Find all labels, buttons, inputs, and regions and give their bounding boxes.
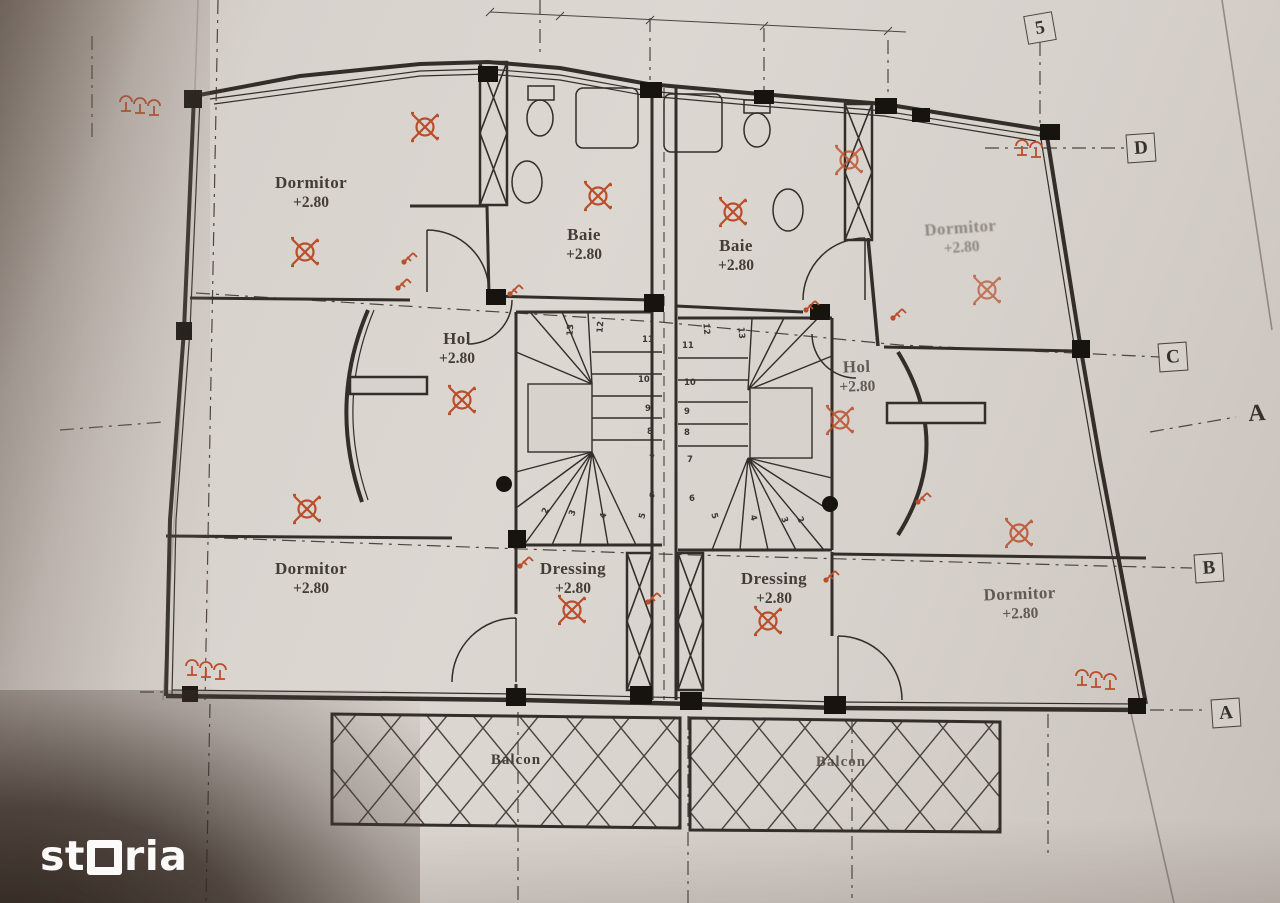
switch-icon	[394, 278, 412, 292]
doors	[426, 229, 903, 701]
stair-step-number: 10	[638, 375, 650, 385]
ceiling-light-icon	[717, 196, 749, 228]
watermark-text-ria: ria	[124, 832, 188, 880]
grid-marker-5: 5	[1023, 11, 1057, 45]
sink-right	[772, 188, 804, 232]
room-label-hol-left: Hol +2.80	[439, 329, 475, 367]
watermark-text-st: st	[40, 832, 86, 880]
ceiling-light-icon	[1003, 517, 1035, 549]
interior-walls	[165, 204, 1147, 706]
shower-tray-right	[663, 93, 723, 153]
staircase-right	[678, 316, 838, 552]
stair-step-number: 11	[642, 335, 654, 345]
party-wall	[650, 84, 678, 700]
ceiling-light-icon	[752, 605, 784, 637]
electrical-symbols	[119, 95, 1117, 690]
switch-icon	[506, 284, 524, 298]
socket-icon	[1029, 141, 1043, 158]
room-label-baie-right: Baie +2.80	[718, 236, 754, 274]
watermark-square-o: o	[87, 840, 123, 875]
socket-icon	[147, 99, 161, 116]
bathroom-fixtures	[511, 85, 804, 232]
socket-icon	[199, 661, 213, 678]
room-label-dormitor-nw: Dormitor +2.80	[274, 173, 348, 211]
shower-tray-left	[575, 87, 639, 149]
stair-step-number: 8	[647, 427, 653, 437]
socket-icon	[1089, 671, 1103, 688]
socket-icon	[133, 97, 147, 114]
stair-step-number: 7	[687, 455, 693, 465]
socket-icon	[1103, 673, 1117, 690]
stair-step-number: 11	[682, 341, 694, 351]
ceiling-light-icon	[409, 111, 441, 143]
grid-marker-b: B	[1193, 552, 1225, 584]
stair-step-number: 8	[684, 428, 690, 438]
grid-marker-a-bottom: A	[1210, 697, 1242, 729]
stair-step-number: 13	[565, 323, 577, 337]
switch-icon	[889, 308, 907, 322]
ceiling-light-icon	[291, 493, 323, 525]
room-label-hol-right: Hol +2.80	[839, 356, 876, 396]
room-label-balcon-left: Balcon	[490, 751, 542, 768]
ceiling-light-icon	[582, 180, 614, 212]
grid-marker-c: C	[1157, 341, 1189, 373]
socket-icon	[119, 95, 133, 112]
sink-left	[511, 160, 543, 204]
ceiling-light-icon	[971, 274, 1003, 306]
room-label-dormitor-sw: Dormitor +2.80	[274, 559, 348, 597]
stair-step-number: 13	[735, 326, 747, 340]
ceiling-light-icon	[446, 384, 478, 416]
ceiling-light-icon	[833, 144, 865, 176]
ceiling-light-icon	[824, 404, 856, 436]
room-label-balcon-right: Balcon	[815, 753, 867, 770]
switch-icon	[400, 252, 418, 266]
stair-step-number: 6	[689, 494, 695, 504]
staircase-left	[496, 310, 662, 547]
toilet-right	[743, 112, 771, 148]
balcony-left	[330, 712, 682, 830]
stair-step-number: 10	[684, 378, 696, 388]
room-label-dormitor-se: Dormitor +2.80	[983, 582, 1057, 623]
toilet-left	[526, 99, 554, 137]
room-label-dressing-left: Dressing +2.80	[539, 559, 607, 597]
socket-icon	[213, 663, 227, 680]
stair-step-number: 12	[700, 322, 712, 336]
grid-marker-d: D	[1125, 132, 1157, 164]
stair-step-number: 12	[595, 320, 607, 334]
dimension-ticks	[485, 7, 907, 36]
columns	[176, 66, 1146, 714]
storia-watermark: storia	[40, 832, 187, 880]
room-label-baie-left: Baie +2.80	[566, 225, 602, 263]
stair-step-number: 7	[649, 454, 655, 464]
socket-icon	[1075, 669, 1089, 686]
stair-step-number: 6	[649, 491, 655, 501]
room-label-dormitor-ne: Dormitor +2.80	[923, 215, 997, 258]
balcony-right	[688, 716, 1002, 834]
ceiling-light-icon	[289, 236, 321, 268]
x-braced-walls	[478, 60, 874, 692]
stair-step-number: 9	[645, 404, 651, 414]
stair-step-number: 9	[684, 407, 690, 417]
room-label-dressing-right: Dressing +2.80	[740, 569, 808, 607]
grid-marker-a-right: A	[1247, 399, 1267, 428]
socket-icon	[185, 659, 199, 676]
ceiling-light-icon	[556, 594, 588, 626]
switch-icon	[516, 556, 534, 570]
toilet-tank-left	[527, 85, 555, 101]
